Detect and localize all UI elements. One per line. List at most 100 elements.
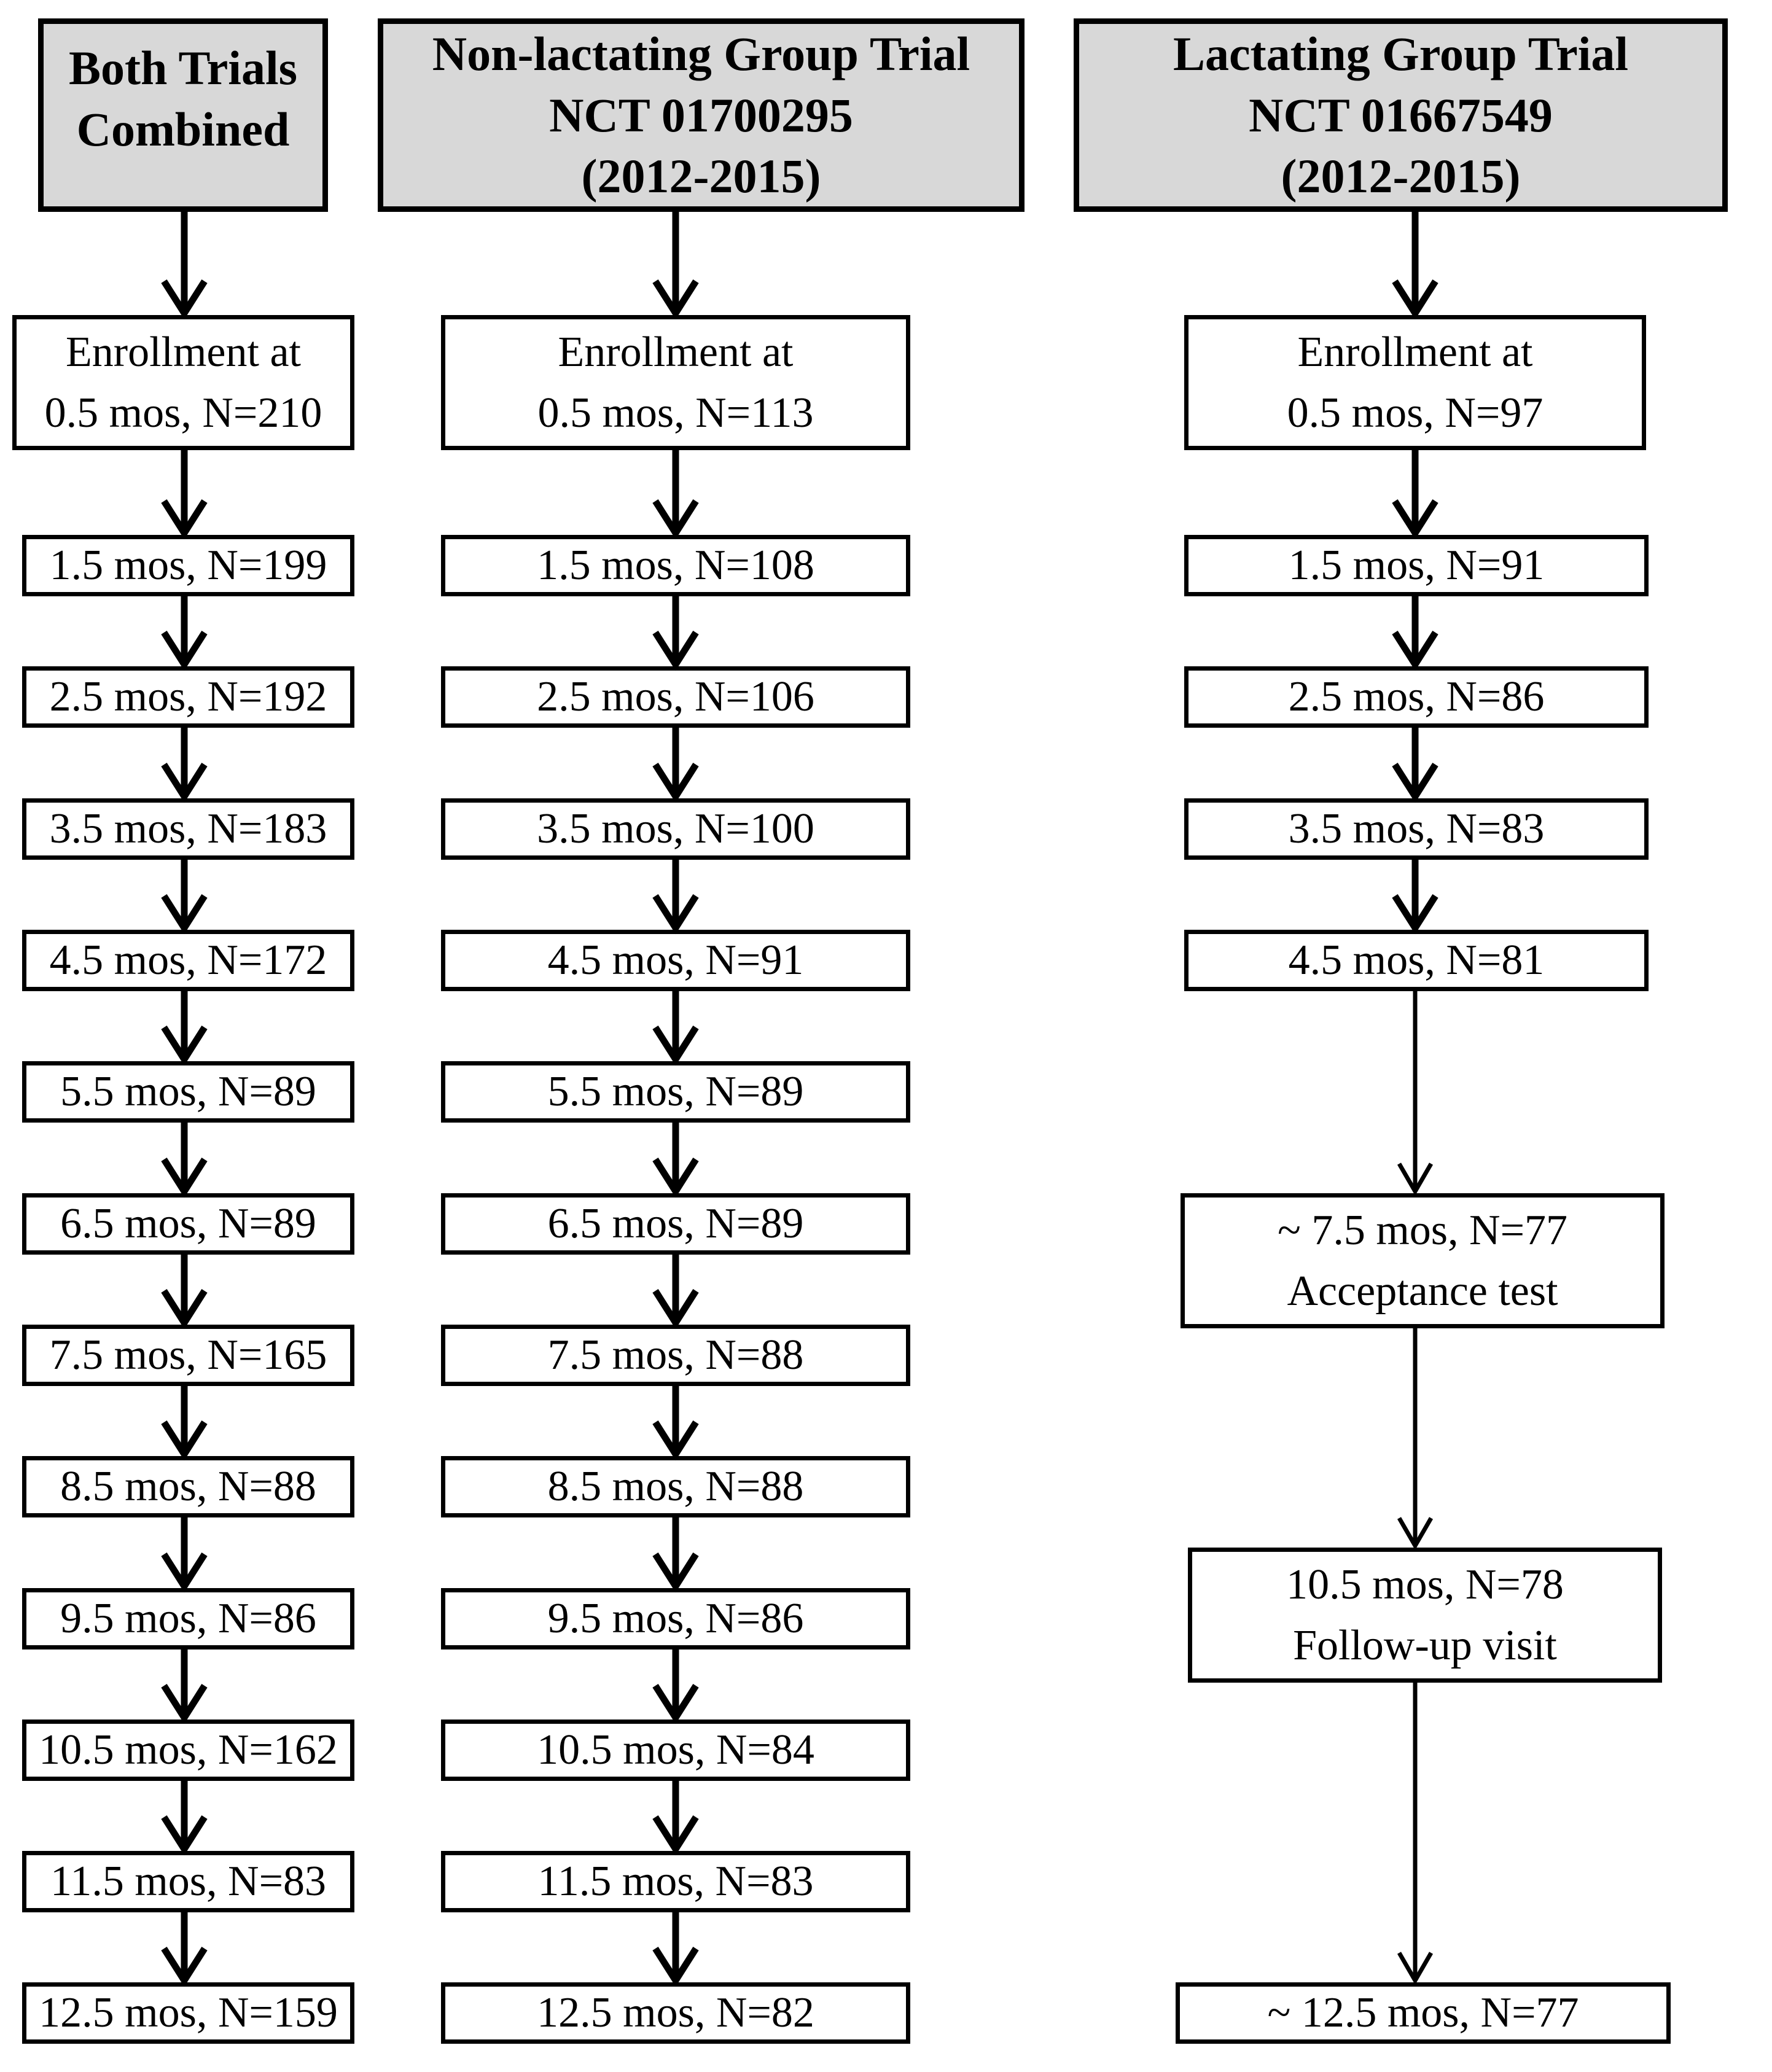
down-arrow [652, 450, 699, 540]
node-line: 12.5 mos, N=159 [39, 1989, 338, 2037]
flow-node: 3.5 mos, N=183 [22, 798, 354, 860]
arrow-head [161, 894, 208, 935]
arrow-head [161, 1026, 208, 1066]
flow-node: 2.5 mos, N=86 [1184, 666, 1649, 728]
flow-node: 7.5 mos, N=88 [441, 1325, 910, 1386]
down-arrow [652, 1649, 699, 1724]
arrow-head [161, 1552, 208, 1593]
arrow-head [652, 1158, 699, 1198]
node-line: Enrollment at [1297, 328, 1533, 376]
arrow-head [1397, 1952, 1434, 1985]
node-line: 2.5 mos, N=106 [537, 673, 814, 721]
arrow-head [161, 1289, 208, 1330]
down-arrow [1392, 728, 1438, 803]
arrow-head [652, 1026, 699, 1066]
down-arrow [652, 1386, 699, 1461]
flow-node: 12.5 mos, N=82 [441, 1982, 910, 2044]
node-line: 12.5 mos, N=82 [537, 1989, 814, 2037]
node-line: 9.5 mos, N=86 [60, 1595, 316, 1643]
down-arrow [161, 596, 208, 671]
flow-node: 1.5 mos, N=91 [1184, 535, 1649, 596]
down-arrow [1392, 596, 1438, 671]
header-line: Combined [76, 102, 290, 156]
arrow-head [1397, 1163, 1434, 1196]
arrow-head [652, 499, 699, 540]
down-arrow [1397, 991, 1434, 1196]
header-line: NCT 01700295 [549, 88, 853, 142]
down-arrow [161, 1386, 208, 1461]
node-line: 10.5 mos, N=84 [537, 1726, 814, 1774]
down-arrow [652, 1255, 699, 1330]
node-line: Follow-up visit [1293, 1622, 1557, 1669]
node-line: 5.5 mos, N=89 [60, 1068, 316, 1116]
down-arrow [652, 728, 699, 803]
flow-node: 4.5 mos, N=172 [22, 930, 354, 991]
node-line: Enrollment at [66, 328, 301, 376]
arrow-head [161, 499, 208, 540]
flow-node: 9.5 mos, N=86 [441, 1588, 910, 1649]
flow-node: 11.5 mos, N=83 [441, 1851, 910, 1912]
flow-node: 6.5 mos, N=89 [441, 1193, 910, 1255]
down-arrow [1392, 860, 1438, 935]
flow-node: 8.5 mos, N=88 [441, 1456, 910, 1517]
down-arrow [1392, 212, 1438, 320]
flow-node: 2.5 mos, N=106 [441, 666, 910, 728]
flow-node: 6.5 mos, N=89 [22, 1193, 354, 1255]
arrow-head [1392, 763, 1438, 803]
arrow-head [652, 1289, 699, 1330]
flow-node: 2.5 mos, N=192 [22, 666, 354, 728]
arrow-head [161, 763, 208, 803]
header-line: NCT 01667549 [1249, 88, 1553, 142]
node-line: 2.5 mos, N=192 [49, 673, 327, 721]
node-line: 4.5 mos, N=81 [1288, 937, 1545, 984]
header-line: Both Trials [68, 41, 298, 95]
flow-node: 4.5 mos, N=91 [441, 930, 910, 991]
arrow-head [652, 631, 699, 671]
flow-node: 10.5 mos, N=84 [441, 1720, 910, 1781]
down-arrow [652, 1517, 699, 1593]
arrow-head [652, 279, 699, 320]
arrow-head [652, 1552, 699, 1593]
flow-node: 11.5 mos, N=83 [22, 1851, 354, 1912]
arrow-head [1392, 279, 1438, 320]
flow-node: 12.5 mos, N=159 [22, 1982, 354, 2044]
down-arrow [161, 450, 208, 540]
flow-node: 9.5 mos, N=86 [22, 1588, 354, 1649]
arrow-head [652, 1684, 699, 1724]
flow-node: 1.5 mos, N=199 [22, 535, 354, 596]
down-arrow [1392, 450, 1438, 540]
down-arrow [161, 728, 208, 803]
arrow-head [652, 763, 699, 803]
node-line: 6.5 mos, N=89 [60, 1200, 316, 1248]
arrow-head [161, 631, 208, 671]
header-line: (2012-2015) [1281, 149, 1521, 203]
node-line: 9.5 mos, N=86 [547, 1595, 804, 1643]
node-line: 5.5 mos, N=89 [547, 1068, 804, 1116]
node-line: 1.5 mos, N=199 [49, 542, 327, 590]
down-arrow [652, 991, 699, 1066]
arrow-head [652, 1420, 699, 1461]
node-line: 1.5 mos, N=91 [1288, 542, 1545, 590]
down-arrow [161, 1649, 208, 1724]
arrow-head [161, 1947, 208, 1987]
header-line: Non-lactating Group Trial [432, 26, 970, 80]
node-line: 3.5 mos, N=83 [1288, 805, 1545, 853]
node-line: 0.5 mos, N=113 [537, 389, 814, 437]
node-line: 8.5 mos, N=88 [60, 1463, 316, 1511]
down-arrow [652, 212, 699, 320]
down-arrow [652, 1912, 699, 1987]
flow-node: 1.5 mos, N=108 [441, 535, 910, 596]
node-line: Acceptance test [1287, 1268, 1558, 1315]
node-line: ~ 7.5 mos, N=77 [1277, 1206, 1568, 1254]
down-arrow [652, 1123, 699, 1198]
node-line: 4.5 mos, N=91 [547, 937, 804, 984]
